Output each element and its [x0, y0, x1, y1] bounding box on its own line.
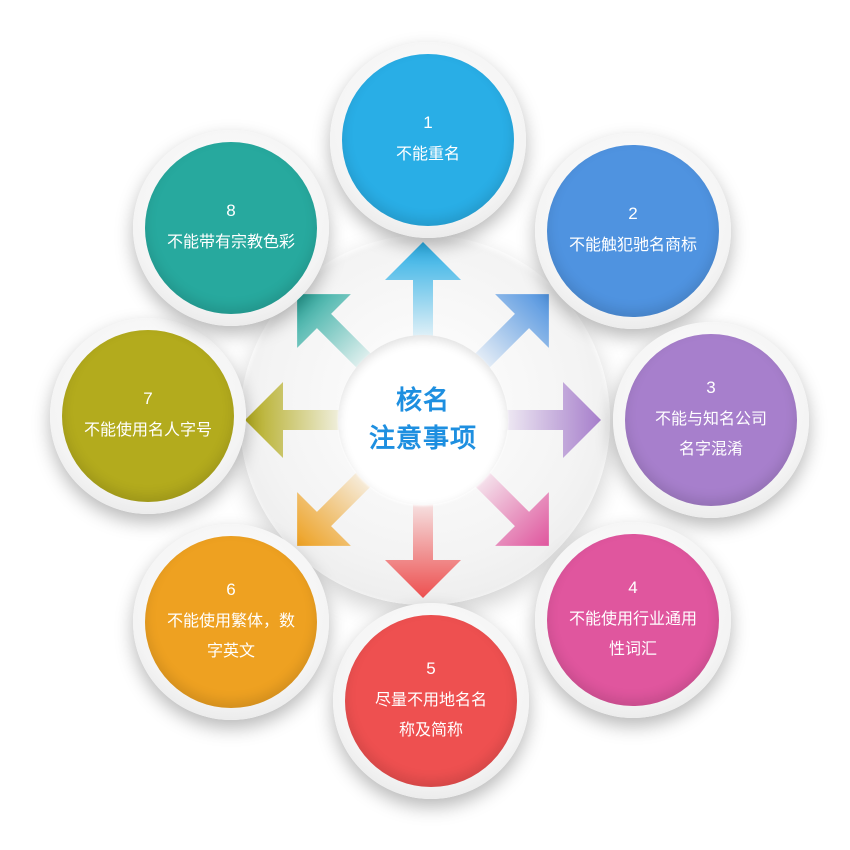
node-6-number: 6	[226, 580, 236, 599]
arrow-4	[468, 465, 549, 546]
center-title-line1: 核名	[395, 386, 450, 416]
node-2-number: 2	[628, 204, 638, 223]
node-1-number: 1	[423, 113, 433, 132]
arrow-6	[297, 465, 378, 546]
center-title-line2: 注意事项	[368, 424, 477, 454]
center-hub: 核名 注意事项	[338, 335, 508, 505]
arrow-5	[385, 495, 461, 598]
node-8-face: 8 不能带有宗教色彩	[145, 142, 317, 314]
node-1-face: 1 不能重名	[342, 54, 514, 226]
node-5: 5 尽量不用地名名 称及简称	[333, 603, 529, 799]
node-5-text-line2: 称及简称	[398, 720, 463, 739]
node-4: 4 不能使用行业通用 性词汇	[535, 522, 731, 718]
node-6-face: 6 不能使用繁体，数 字英文	[145, 536, 317, 708]
arrow-8	[297, 294, 378, 375]
node-5-number: 5	[426, 659, 436, 678]
node-5-face: 5 尽量不用地名名 称及简称	[345, 615, 517, 787]
arrow-2	[468, 294, 549, 375]
node-2-face: 2 不能触犯驰名商标	[547, 145, 719, 317]
node-3-face: 3 不能与知名公司 名字混淆	[625, 334, 797, 506]
arrow-3	[498, 382, 601, 458]
node-8: 8 不能带有宗教色彩	[133, 130, 329, 326]
node-4-text-line1: 不能使用行业通用	[568, 609, 697, 628]
node-4-face: 4 不能使用行业通用 性词汇	[547, 534, 719, 706]
node-1: 1 不能重名	[330, 42, 526, 238]
node-3-number: 3	[706, 378, 716, 397]
node-3-text-line1: 不能与知名公司	[654, 409, 767, 428]
node-7-number: 7	[143, 389, 153, 408]
node-6: 6 不能使用繁体，数 字英文	[133, 524, 329, 720]
node-8-text-line1: 不能带有宗教色彩	[166, 232, 295, 251]
node-6-text-line2: 字英文	[206, 641, 255, 660]
node-2: 2 不能触犯驰名商标	[535, 133, 731, 329]
node-3: 3 不能与知名公司 名字混淆	[613, 322, 809, 518]
node-4-text-line2: 性词汇	[608, 639, 657, 658]
arrow-7	[245, 382, 348, 458]
node-2-text-line1: 不能触犯驰名商标	[568, 235, 697, 254]
node-5-text-line1: 尽量不用地名名	[374, 690, 487, 709]
arrow-1	[385, 242, 461, 345]
node-6-text-line1: 不能使用繁体，数	[166, 611, 295, 630]
node-7-text-line1: 不能使用名人字号	[83, 420, 212, 439]
node-8-number: 8	[226, 201, 236, 220]
node-7-face: 7 不能使用名人字号	[62, 330, 234, 502]
node-1-text-line1: 不能重名	[395, 144, 460, 163]
node-4-number: 4	[628, 578, 638, 597]
node-3-text-line2: 名字混淆	[678, 439, 743, 458]
node-7: 7 不能使用名人字号	[50, 318, 246, 514]
